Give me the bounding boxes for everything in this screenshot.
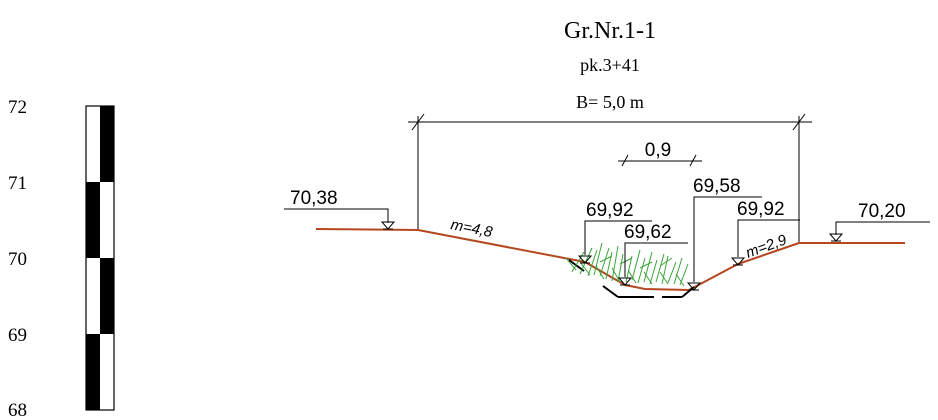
level-right-bank: 69,92 (730, 199, 800, 266)
scale-label-68: 68 (8, 400, 27, 420)
scale-label-70: 70 (8, 249, 27, 270)
level-left-top: 70,38 (284, 188, 396, 230)
bottom-width-dimension: 0,9 (618, 140, 702, 167)
scale-label-71: 71 (8, 173, 27, 194)
level-label-left-bottom: 69,62 (624, 222, 672, 243)
level-label-left-bank: 69,92 (586, 200, 634, 221)
ground-profile (315, 228, 905, 291)
scale-segment-70-69 (100, 258, 114, 334)
level-label-right-bottom: 69,58 (693, 176, 741, 197)
scale-segment-71-70 (86, 182, 100, 258)
level-label-right-bank: 69,92 (737, 199, 785, 220)
elevation-scale: 72 71 70 69 68 (8, 97, 115, 420)
level-right-top: 70,20 (828, 201, 930, 242)
level-left-bottom: 69,62 (617, 222, 688, 286)
bottom-width-label: 0,9 (645, 140, 671, 161)
width-dimension (408, 113, 812, 243)
level-left-bank: 69,92 (577, 200, 652, 264)
width-label: B= 5,0 m (576, 92, 644, 112)
slope-label-right: m=2,9 (744, 231, 790, 262)
culvert-marks (568, 259, 695, 298)
level-right-bottom: 69,58 (686, 176, 762, 291)
level-label-right-top: 70,20 (858, 201, 906, 222)
scale-label-72: 72 (8, 97, 27, 118)
scale-label-69: 69 (8, 325, 27, 346)
section-title: Gr.Nr.1-1 (564, 18, 656, 44)
station-label: pk.3+41 (580, 55, 640, 75)
scale-segment-69-68 (86, 334, 100, 410)
scale-segment-72-71 (100, 106, 114, 182)
vegetation (565, 242, 689, 287)
level-label-left-top: 70,38 (290, 188, 338, 209)
